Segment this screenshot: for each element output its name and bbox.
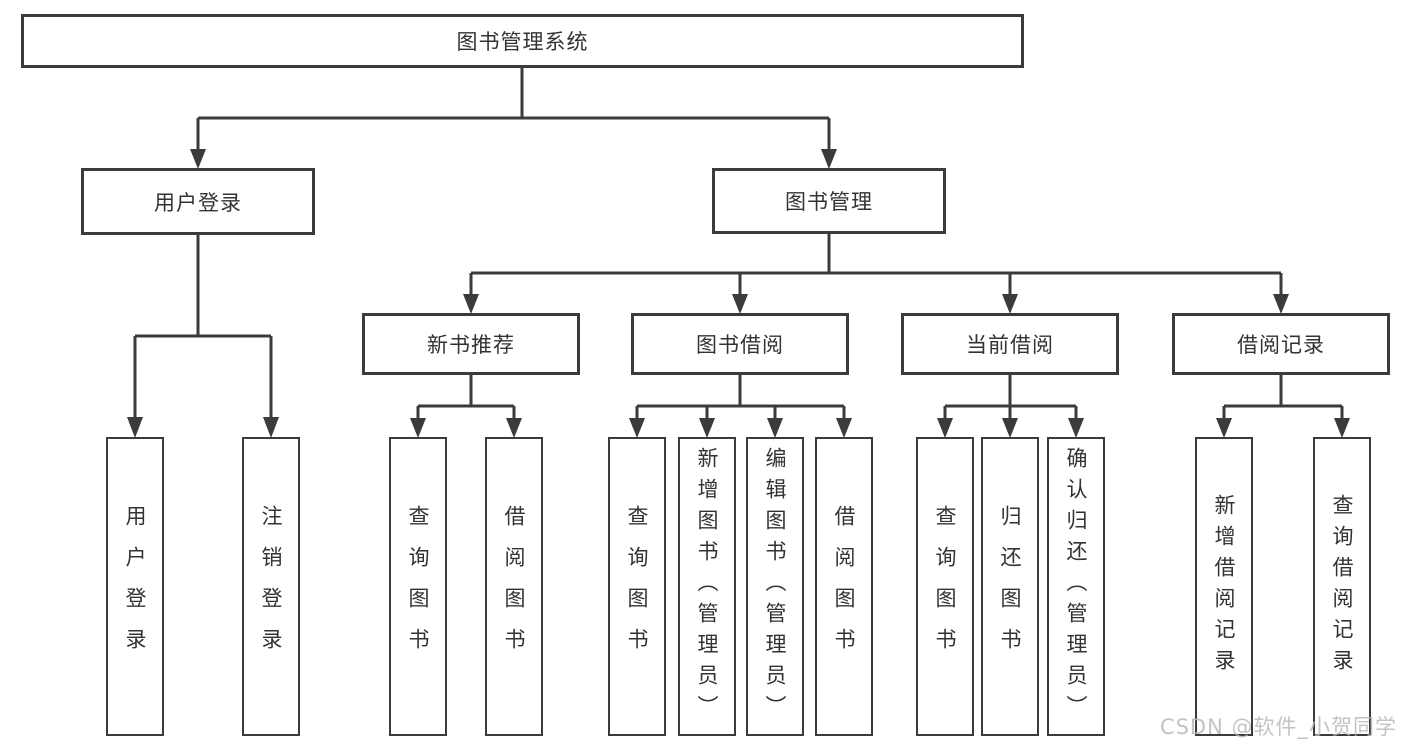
- arrowheads: [127, 149, 1350, 438]
- leaf-current-return-books: 归还图书: [981, 437, 1039, 736]
- arrowhead: [1002, 418, 1018, 438]
- leaf-borrowing-add-books-admin: 新增图书（管理员）: [678, 437, 736, 736]
- node-root: 图书管理系统: [21, 14, 1024, 68]
- arrowhead: [629, 418, 645, 438]
- leaf-user-login: 用户登录: [106, 437, 164, 736]
- arrowhead: [463, 294, 479, 314]
- arrowhead: [699, 418, 715, 438]
- leaf-recommend-query-books: 查询图书: [389, 437, 447, 736]
- leaf-borrowing-borrow-books: 借阅图书: [815, 437, 873, 736]
- arrowhead: [1216, 418, 1232, 438]
- leaf-borrowing-query-books: 查询图书: [608, 437, 666, 736]
- leaf-current-confirm-return-admin: 确认归还（管理员）: [1047, 437, 1105, 736]
- leaf-recommend-borrow-books: 借阅图书: [485, 437, 543, 736]
- arrowhead: [506, 418, 522, 438]
- arrowhead: [836, 418, 852, 438]
- leaf-logout: 注销登录: [242, 437, 300, 736]
- node-book-management: 图书管理: [712, 168, 946, 234]
- node-borrow-records: 借阅记录: [1172, 313, 1390, 375]
- arrowhead: [190, 149, 206, 169]
- arrowhead: [821, 149, 837, 169]
- leaf-borrowing-edit-books-admin: 编辑图书（管理员）: [746, 437, 804, 736]
- arrowhead: [127, 417, 143, 438]
- tree-edges: [133, 68, 1344, 420]
- arrowhead: [410, 418, 426, 438]
- node-new-book-recommend: 新书推荐: [362, 313, 580, 375]
- arrowhead: [767, 418, 783, 438]
- arrowhead: [263, 417, 279, 438]
- arrowhead: [1273, 294, 1289, 314]
- leaf-records-add-borrow-record: 新增借阅记录: [1195, 437, 1253, 736]
- arrowhead: [1334, 418, 1350, 438]
- arrowhead: [732, 294, 748, 314]
- arrowhead: [1002, 294, 1018, 314]
- node-book-borrowing: 图书借阅: [631, 313, 849, 375]
- arrowhead: [937, 418, 953, 438]
- leaf-records-query-borrow-record: 查询借阅记录: [1313, 437, 1371, 736]
- node-current-borrowing: 当前借阅: [901, 313, 1119, 375]
- leaf-current-query-books: 查询图书: [916, 437, 974, 736]
- arrowhead: [1068, 418, 1084, 438]
- node-user-login: 用户登录: [81, 168, 315, 235]
